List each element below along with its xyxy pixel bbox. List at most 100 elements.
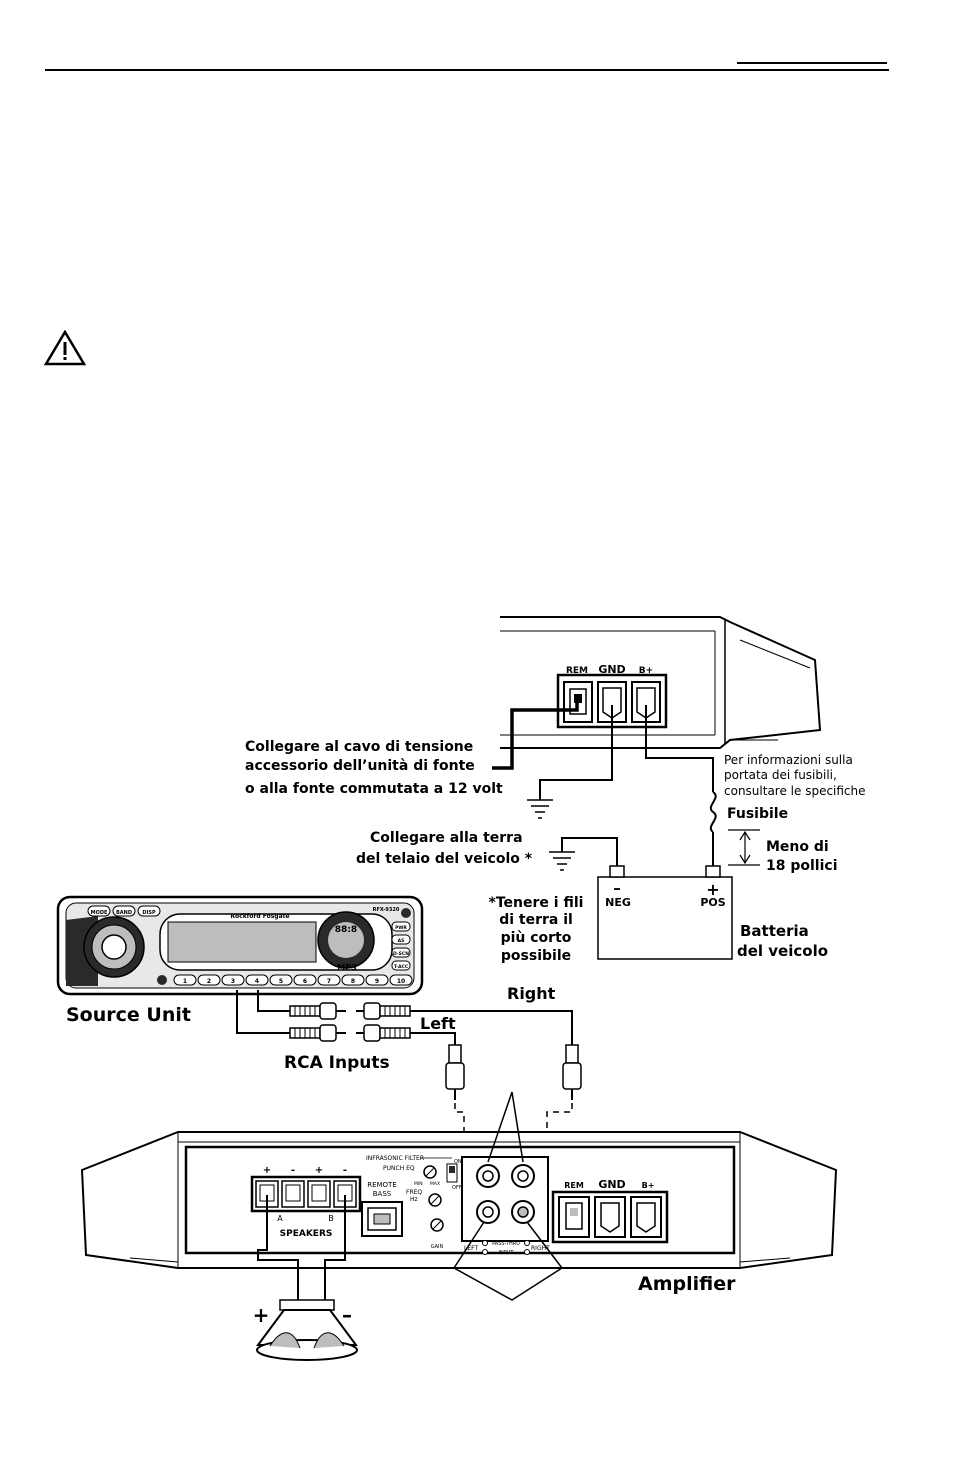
terminal-bplus-bottom <box>630 1196 662 1238</box>
preset-8: 8 <box>351 978 355 985</box>
input-callout-lines <box>453 1091 563 1301</box>
button-band-label: BAND <box>116 910 132 916</box>
model-label: RFX-9320 <box>373 907 400 913</box>
speaker-plus: + <box>253 1303 270 1327</box>
preset-9: 9 <box>375 978 379 985</box>
button-pwr-label: PWR <box>395 925 407 931</box>
on-label: ON <box>454 1159 462 1165</box>
max-label: MAX <box>430 1181 440 1187</box>
remote-connect-note: Collegare al cavo di tensione accessorio… <box>245 739 503 797</box>
rca-cables <box>236 990 573 1045</box>
terminal-label-gnd: GND <box>598 663 625 676</box>
remote-connect-line-1: Collegare al cavo di tensione <box>245 739 473 755</box>
input-left-label: LEFT <box>464 1245 478 1252</box>
preset-3: 3 <box>231 978 235 985</box>
ground-symbol-amp <box>527 799 553 819</box>
battery-pos-label: POS <box>700 896 725 909</box>
amplifier-panel: + - + - A B SPEAKERS REMOTE BASS INFRASO… <box>80 1131 838 1269</box>
bottom-terminal-rem: REM <box>564 1181 584 1190</box>
off-label: OFF <box>452 1185 462 1191</box>
rca-jack-top-right <box>511 1164 535 1188</box>
terminal-label-rem: REM <box>566 666 588 676</box>
battery-neg-label: NEG <box>605 896 631 909</box>
spk-sign-4: - <box>343 1165 347 1176</box>
rca-plug-left-vertical <box>445 1044 465 1100</box>
button-tacc-label: T-ACC <box>394 964 409 970</box>
left-channel-label: Left <box>420 1014 456 1033</box>
ground-note-line-3: più corto <box>501 930 572 946</box>
preset-6: 6 <box>303 978 307 985</box>
pass-thru-label: PASS-THRU <box>492 1241 520 1247</box>
rca-plugs-left <box>289 1024 411 1042</box>
head-unit: MODE BAND DISP 88:8 MP3 Rockford Fosgate… <box>56 895 424 996</box>
input-right-label: RIGHT <box>531 1245 550 1252</box>
header-short-rule <box>737 62 887 64</box>
terminal-rem-bottom <box>558 1196 590 1238</box>
punch-eq-label: PUNCH EQ <box>383 1165 415 1172</box>
ground-connect-line-2: del telaio del veicolo * <box>356 851 533 867</box>
rca-jack-bottom-right <box>511 1200 535 1224</box>
distance-line-1: Meno di <box>766 839 829 855</box>
ground-note: *Tenere i fili di terra il più corto pos… <box>489 895 584 964</box>
spk-sign-1: + <box>263 1165 271 1176</box>
woofer-icon <box>256 1299 358 1361</box>
preset-2: 2 <box>207 978 211 985</box>
speakers-label: SPEAKERS <box>280 1229 333 1239</box>
remote-connect-line-3: o alla fonte commutata a 12 volt <box>245 781 503 797</box>
infrasonic-label: INFRASONIC FILTER <box>366 1155 424 1162</box>
gain-label: GAIN <box>431 1244 444 1250</box>
freq-label: FREQ <box>406 1189 422 1196</box>
brand-logo: Rockford Fosgate <box>230 913 289 920</box>
ground-symbol-chassis <box>549 851 575 871</box>
ground-note-line-2: di terra il <box>499 912 573 928</box>
display-digits: 88:8 <box>335 925 357 935</box>
speaker-wires <box>257 1195 346 1300</box>
bottom-terminal-bplus: B+ <box>642 1181 655 1190</box>
rca-inputs-label: RCA Inputs <box>284 1053 390 1073</box>
bottom-terminal-gnd: GND <box>598 1178 625 1191</box>
ground-note-line-4: possibile <box>501 948 571 964</box>
preset-5: 5 <box>279 978 283 985</box>
terminal-rem-top <box>563 681 593 723</box>
fuse-info-line-3: consultare le specifiche <box>724 784 866 798</box>
button-dscn-label: D-SCN <box>393 951 409 957</box>
channel-a-label: A <box>277 1214 283 1223</box>
remote-bass-label-2: BASS <box>373 1190 392 1198</box>
ground-note-line-1: *Tenere i fili <box>489 895 584 911</box>
remote-bass-jack <box>361 1201 403 1237</box>
preset-10: 10 <box>397 978 405 985</box>
mp3-logo: MP3 <box>337 963 356 972</box>
ground-connect-line-1: Collegare alla terra <box>370 830 523 846</box>
header-rule <box>45 69 889 71</box>
rca-plugs-right <box>289 1002 411 1020</box>
fuse-label: Fusibile <box>727 806 788 822</box>
rca-jack-bottom-left <box>476 1200 500 1224</box>
remote-connect-line-2: accessorio dell’unità di fonte <box>245 758 475 774</box>
rca-plug-right-vertical <box>562 1044 582 1100</box>
fuse-info-line-1: Per informazioni sulla <box>724 753 853 767</box>
warning-icon <box>44 330 86 366</box>
distance-line-2: 18 pollici <box>766 858 838 874</box>
battery-label-2: del veicolo <box>737 942 828 960</box>
preset-4: 4 <box>255 978 259 985</box>
terminal-label-bplus: B+ <box>639 666 653 676</box>
right-channel-label: Right <box>507 984 556 1003</box>
button-as-label: AS <box>398 938 405 944</box>
fuse-info-line-2: portata dei fusibili, <box>724 768 837 782</box>
amplifier-label: Amplifier <box>638 1273 736 1295</box>
preset-buttons: 1 2 3 4 5 6 7 8 9 10 <box>173 974 413 986</box>
battery-label-1: Batteria <box>740 922 809 940</box>
battery-neg-symbol: – <box>613 879 621 897</box>
rca-jack-top-left <box>476 1164 500 1188</box>
distance-marker <box>728 829 760 866</box>
speaker-minus: – <box>342 1303 352 1327</box>
input-label: INPUT <box>499 1250 515 1256</box>
power-wires <box>492 699 717 868</box>
battery: – + NEG POS <box>597 865 733 960</box>
amplifier-top-view: REM GND B+ <box>500 616 822 749</box>
terminal-gnd-bottom <box>594 1196 626 1238</box>
hz-label: Hz <box>410 1196 418 1203</box>
preset-1: 1 <box>183 978 187 985</box>
remote-bass-label-1: REMOTE <box>367 1181 397 1189</box>
